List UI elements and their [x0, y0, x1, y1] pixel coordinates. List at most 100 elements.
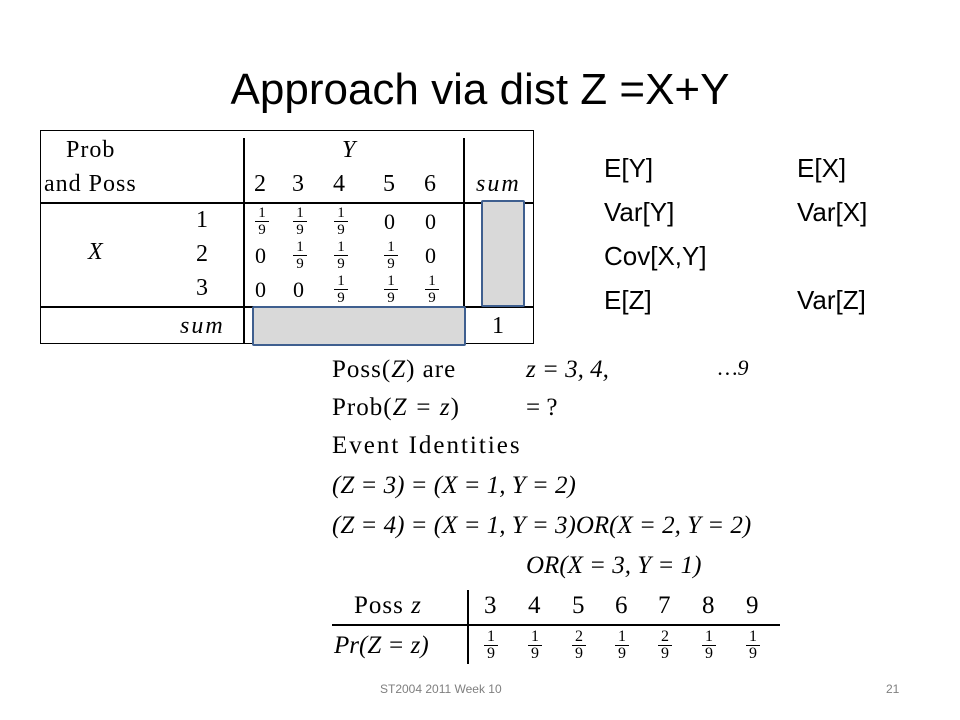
table-vertical-divider — [243, 138, 245, 344]
corner-label-prob: Prob — [66, 137, 116, 163]
poss-z-text: Poss( — [332, 356, 392, 383]
fraction-bar — [293, 221, 307, 223]
x-value-label: 3 — [196, 275, 208, 301]
fraction-bar — [293, 255, 307, 257]
cell-zero: 0 — [425, 243, 436, 268]
fraction-bar — [255, 221, 269, 223]
dist-value: 8 — [702, 592, 715, 619]
fraction-numerator: 1 — [337, 239, 345, 255]
poss-z-line: Poss(Z) are — [332, 356, 456, 384]
dist-poss-text: Poss — [354, 592, 404, 619]
table-vertical-divider-sum — [463, 138, 465, 344]
column-sum-highlight-box — [252, 306, 466, 346]
dist-row1-label: Poss z — [354, 592, 422, 620]
fraction-bar — [702, 645, 716, 647]
x-value-label: 1 — [196, 207, 208, 233]
fraction-denominator: 9 — [337, 256, 345, 273]
fraction-denominator: 9 — [531, 645, 539, 663]
x-value-label: 2 — [196, 241, 208, 267]
event-identities-heading: Event Identities — [332, 432, 522, 459]
prob-z-line: Prob(Z = z) — [332, 394, 460, 422]
poss-z-ellipsis: …9 — [718, 355, 749, 380]
poss-z-values: z = 3, 4, — [526, 356, 609, 383]
fraction-denominator: 9 — [705, 645, 713, 663]
fraction-denominator: 9 — [337, 222, 345, 239]
fraction-bar — [334, 255, 348, 257]
dist-value: 7 — [658, 592, 671, 619]
fraction-numerator: 1 — [487, 628, 495, 645]
fraction-bar — [334, 221, 348, 223]
row-sum-header: sum — [476, 171, 521, 197]
column-sum-label: sum — [180, 313, 225, 339]
y-value-header: 2 — [254, 171, 266, 197]
prob-z-var: Z = z — [392, 394, 451, 421]
dist-value: 9 — [746, 592, 759, 619]
fraction-bar — [615, 645, 629, 647]
fraction-bar — [384, 289, 398, 291]
row-variable-x: X — [88, 239, 103, 265]
dist-vertical-divider — [467, 590, 469, 664]
fraction-numerator: 2 — [661, 628, 669, 645]
fraction-bar — [528, 645, 542, 647]
fraction-numerator: 1 — [749, 628, 757, 645]
table-header-divider — [40, 202, 534, 204]
identity-z4-continued: OR(X = 3, Y = 1) — [526, 552, 702, 579]
fraction-numerator: 1 — [337, 205, 345, 221]
identity-z3: (Z = 3) = (X = 1, Y = 2) — [332, 472, 576, 499]
dist-value: 5 — [572, 592, 585, 619]
fraction-numerator: 1 — [705, 628, 713, 645]
fraction-denominator: 9 — [296, 256, 304, 273]
poss-z-var: Z — [391, 356, 407, 383]
fraction-bar — [484, 645, 498, 647]
stat-varx: Var[X] — [797, 197, 868, 227]
prob-z-text: Prob( — [332, 394, 393, 421]
cell-zero: 0 — [384, 209, 395, 234]
dist-value: 3 — [484, 592, 497, 619]
fraction-bar — [746, 645, 760, 647]
cell-zero: 0 — [255, 277, 266, 302]
fraction-numerator: 1 — [337, 273, 345, 289]
fraction-numerator: 1 — [387, 273, 395, 289]
cell-zero: 0 — [293, 277, 304, 302]
cell-zero: 0 — [255, 243, 266, 268]
fraction-bar — [658, 645, 672, 647]
fraction-denominator: 9 — [428, 290, 436, 307]
y-value-header: 3 — [292, 171, 304, 197]
y-value-header: 6 — [424, 171, 436, 197]
stat-ex: E[X] — [797, 153, 847, 183]
prob-z-question: = ? — [526, 394, 558, 421]
cell-zero: 0 — [425, 209, 436, 234]
fraction-denominator: 9 — [337, 290, 345, 307]
stat-covxy: Cov[X,Y] — [604, 241, 707, 271]
dist-poss-var: z — [411, 592, 422, 619]
stat-ey: E[Y] — [604, 153, 654, 183]
identity-z4: (Z = 4) = (X = 1, Y = 3)OR(X = 2, Y = 2) — [332, 512, 752, 539]
stat-ez: E[Z] — [604, 285, 652, 315]
fraction-numerator: 1 — [387, 239, 395, 255]
y-value-header: 4 — [333, 171, 345, 197]
row-sum-highlight-box — [481, 200, 525, 307]
fraction-denominator: 9 — [618, 645, 626, 663]
fraction-numerator: 1 — [296, 239, 304, 255]
grand-total: 1 — [492, 313, 504, 339]
fraction-numerator: 1 — [618, 628, 626, 645]
dist-value: 6 — [615, 592, 628, 619]
page-number: 21 — [886, 682, 900, 696]
fraction-numerator: 1 — [531, 628, 539, 645]
fraction-denominator: 9 — [575, 645, 583, 663]
fraction-numerator: 2 — [575, 628, 583, 645]
